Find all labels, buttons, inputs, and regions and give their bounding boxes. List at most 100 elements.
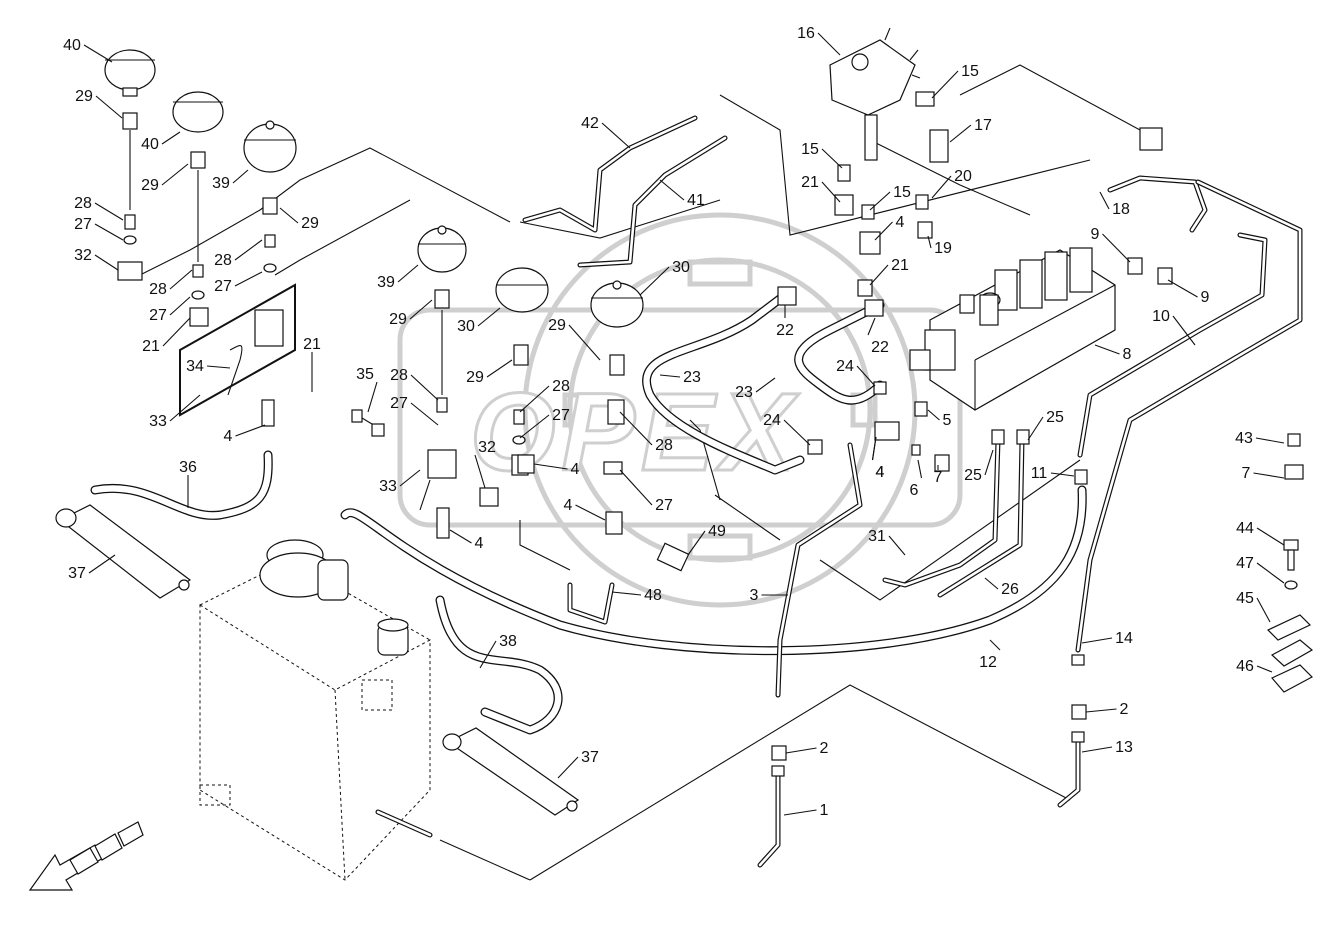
hydraulic-tank <box>199 559 431 881</box>
part-callout-label: 4 <box>876 464 885 481</box>
callout-leader-line <box>1256 665 1273 673</box>
part-callout-label: 6 <box>910 482 919 499</box>
fittings <box>117 112 1304 572</box>
part-callout-label: 23 <box>735 384 753 401</box>
valve-panel-33 <box>179 283 296 427</box>
reference-lines <box>129 64 1141 881</box>
hoses <box>90 290 1087 735</box>
callout-leader-line <box>169 269 193 290</box>
callout-leader-line <box>519 385 550 413</box>
part-callout-label: 12 <box>979 654 997 671</box>
callout-leader-line <box>989 639 1001 651</box>
part-callout-label: 29 <box>548 317 566 334</box>
callout-leader-line <box>785 747 817 754</box>
callout-leader-line <box>874 221 893 241</box>
part-callout-label: 45 <box>1236 590 1254 607</box>
callout-leader-line <box>477 307 501 327</box>
part-callout-label: 49 <box>708 523 726 540</box>
part-callout-label: 4 <box>876 464 885 481</box>
callout-leader-line <box>94 254 119 271</box>
callout-leader-line <box>1102 233 1131 263</box>
callout-leader-line <box>1050 472 1075 477</box>
callout-leader-line <box>533 463 568 470</box>
accumulator-30-b <box>590 280 644 328</box>
part-callout-label: 29 <box>389 311 407 328</box>
callout-leader-line <box>917 459 923 479</box>
part-callout-label: 28 <box>390 367 408 384</box>
callout-leader-line <box>206 365 231 369</box>
callout-leader-line <box>659 374 681 378</box>
direction-arrow-icon <box>28 821 144 891</box>
part-callout-label: 4 <box>224 428 233 445</box>
callout-leader-line <box>169 296 191 316</box>
part-callout-label: 29 <box>301 215 319 232</box>
valve-33-b <box>419 449 457 539</box>
callout-leader-line <box>821 181 841 203</box>
part-callout-label: 37 <box>581 749 599 766</box>
part-callout-label: 7 <box>1242 465 1251 482</box>
part-callout-label: 16 <box>797 25 815 42</box>
callout-leader-line <box>817 32 841 56</box>
part-callout-label: 37 <box>68 565 86 582</box>
part-callout-label: 41 <box>687 192 705 209</box>
part-callout-label: 11 <box>1031 465 1048 482</box>
part-callout-label: 33 <box>149 413 167 430</box>
callout-leader-line <box>755 377 776 393</box>
control-valve-block-8 <box>909 247 1116 411</box>
callout-leader-line <box>888 535 906 556</box>
part-callout-label: 18 <box>1112 201 1130 218</box>
callout-leader-line <box>95 95 123 119</box>
part-callout-label: 8 <box>1123 346 1132 363</box>
callout-leader-line <box>611 591 642 596</box>
callout-leader-line <box>94 202 124 221</box>
callout-leader-line <box>869 264 889 286</box>
callout-leader-line <box>1081 746 1113 753</box>
callout-leader-line <box>474 454 486 489</box>
callout-leader-line <box>94 223 124 241</box>
callout-leader-line <box>927 235 932 249</box>
pipes <box>375 115 1303 868</box>
callout-leader-line <box>687 530 706 556</box>
callout-leader-line <box>659 179 685 201</box>
callout-leader-line <box>397 264 419 283</box>
accumulator-39-b <box>417 225 467 273</box>
callout-leader-line <box>1172 315 1196 346</box>
part-callout-label: 29 <box>75 88 93 105</box>
callout-leader-line <box>161 163 189 186</box>
callout-leader-line <box>568 324 601 361</box>
callout-leader-line <box>409 299 433 320</box>
part-callout-label: 29 <box>466 369 484 386</box>
callout-leader-line <box>1256 527 1285 546</box>
part-callout-label: 14 <box>1115 630 1133 647</box>
callout-leader-line <box>783 419 811 446</box>
callout-leader-line <box>399 469 421 487</box>
part-callout-label: 40 <box>63 37 81 54</box>
part-callout-label: 21 <box>142 338 160 355</box>
part-callout-label: 46 <box>1236 658 1254 675</box>
callout-leader-line <box>486 359 513 378</box>
part-callout-label: 22 <box>871 339 889 356</box>
part-callout-label: 27 <box>552 407 570 424</box>
callout-leader-line <box>1099 191 1110 210</box>
part-callout-label: 23 <box>683 369 701 386</box>
callout-leader-line <box>410 374 439 401</box>
callout-leader-line <box>234 271 263 287</box>
part-callout-label: 35 <box>356 366 374 383</box>
callout-leader-line <box>1027 416 1044 441</box>
callout-leader-line <box>1094 344 1120 355</box>
callout-leader-line <box>856 365 876 387</box>
part-callout-label: 39 <box>212 175 230 192</box>
callout-leader-line <box>479 640 497 669</box>
callout-leader-line <box>1253 472 1285 479</box>
callout-leader-line <box>169 394 201 422</box>
part-callout-label: 30 <box>457 318 475 335</box>
part-callout-label: 48 <box>644 587 662 604</box>
part-callout-label: 25 <box>1046 409 1064 426</box>
accumulator-40-a <box>104 49 156 97</box>
callout-leader-line <box>367 381 378 413</box>
callout-leader-line <box>619 469 653 506</box>
part-callout-label: 30 <box>672 259 690 276</box>
callout-leader-line <box>867 317 876 336</box>
callout-leader-line <box>927 409 940 421</box>
